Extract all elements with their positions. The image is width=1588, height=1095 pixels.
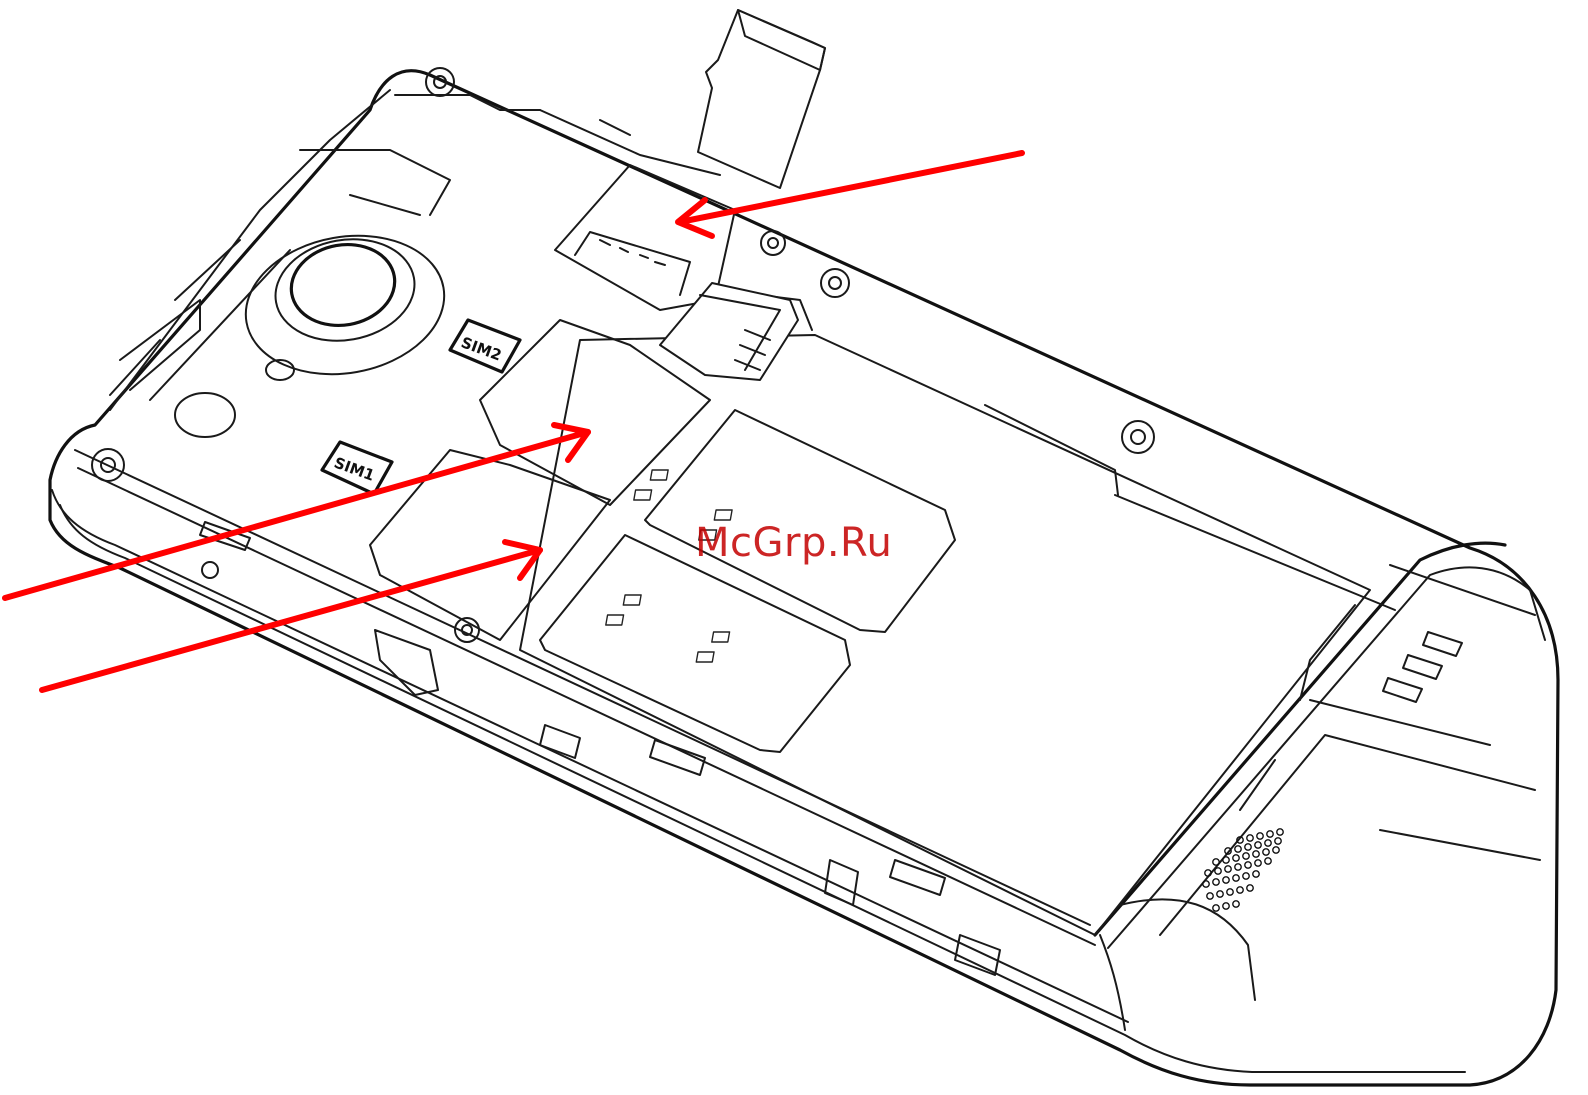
speaker-hole xyxy=(1243,873,1249,879)
speaker-hole xyxy=(1245,862,1251,868)
speaker-hole xyxy=(1243,853,1249,859)
speaker-hole xyxy=(1225,866,1231,872)
side-slots xyxy=(1383,632,1462,702)
speaker-hole xyxy=(1237,887,1243,893)
sim1-badge: SIM1 xyxy=(322,442,392,494)
speaker-hole xyxy=(1263,849,1269,855)
speaker-hole xyxy=(1267,831,1273,837)
speaker-hole xyxy=(1253,851,1259,857)
speaker-hole xyxy=(1257,833,1263,839)
speaker-hole xyxy=(1207,893,1213,899)
speaker-hole xyxy=(1247,885,1253,891)
speaker-hole xyxy=(1265,858,1271,864)
speaker-hole xyxy=(1223,877,1229,883)
sim2-label: SIM2 xyxy=(459,333,504,364)
speaker-hole xyxy=(1277,829,1283,835)
speaker-hole xyxy=(1227,889,1233,895)
speaker-hole xyxy=(1203,881,1209,887)
speaker-hole xyxy=(1275,838,1281,844)
speaker-hole xyxy=(1213,905,1219,911)
watermark: McGrp.Ru xyxy=(695,520,892,566)
sim1-label: SIM1 xyxy=(332,454,377,485)
speaker-hole xyxy=(1273,847,1279,853)
microsd-card xyxy=(698,10,825,188)
arrow-sim2 xyxy=(5,425,588,598)
speaker-hole xyxy=(1255,860,1261,866)
battery-connector xyxy=(660,283,798,380)
speaker-hole xyxy=(1223,857,1229,863)
speaker-hole xyxy=(1233,875,1239,881)
speaker-hole xyxy=(1245,844,1251,850)
speaker-hole xyxy=(1235,864,1241,870)
speaker-hole xyxy=(1223,903,1229,909)
speaker-hole xyxy=(1255,842,1261,848)
speaker-grille xyxy=(1203,829,1283,911)
speaker-hole xyxy=(1253,871,1259,877)
speaker-hole xyxy=(1215,868,1221,874)
speaker-hole xyxy=(1233,855,1239,861)
speaker-hole xyxy=(1213,859,1219,865)
bottom-cap xyxy=(1095,543,1545,1000)
speaker-hole xyxy=(1217,891,1223,897)
speaker-hole xyxy=(1247,835,1253,841)
speaker-hole xyxy=(1265,840,1271,846)
speaker-hole xyxy=(1235,846,1241,852)
sim2-badge: SIM2 xyxy=(450,320,520,372)
speaker-hole xyxy=(1233,901,1239,907)
speaker-hole xyxy=(1213,879,1219,885)
